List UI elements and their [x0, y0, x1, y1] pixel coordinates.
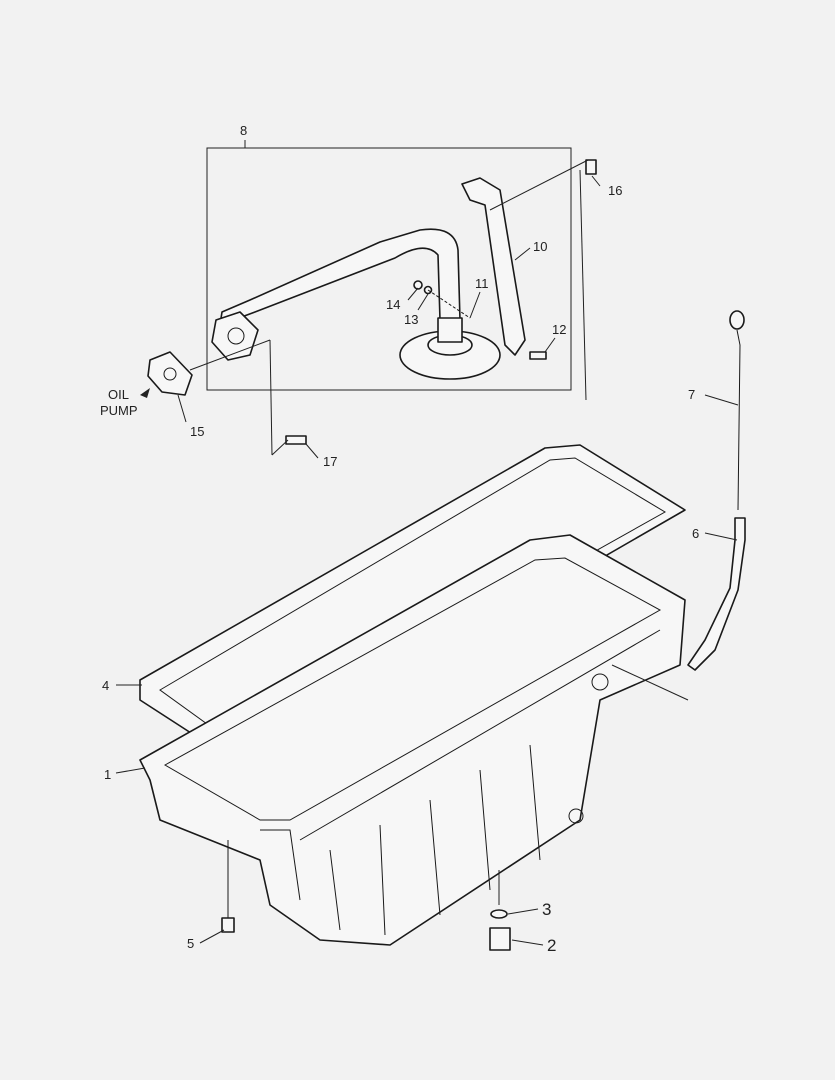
callout-10: 10 — [533, 239, 547, 254]
callout-5: 5 — [187, 936, 194, 951]
callout-7: 7 — [688, 387, 695, 402]
callout-6: 6 — [692, 526, 699, 541]
callout-12: 12 — [552, 322, 566, 337]
callout-2: 2 — [547, 936, 556, 955]
nut-14 — [413, 280, 423, 290]
drain-plug-2 — [489, 927, 511, 951]
bracket-10 — [461, 177, 526, 356]
assembly-8-frame — [206, 147, 572, 391]
seal-ring-3 — [490, 909, 508, 919]
callout-14: 14 — [386, 297, 400, 312]
callout-11: 11 — [475, 276, 489, 291]
oil-pickup-tube — [211, 228, 501, 380]
callout-3: 3 — [542, 900, 551, 919]
oil-pump-label-line2: PUMP — [100, 403, 138, 418]
gasket-15 — [147, 351, 193, 396]
callout-15: 15 — [190, 424, 204, 439]
bolt-17 — [285, 435, 307, 445]
callout-17: 17 — [323, 454, 337, 469]
callout-16: 16 — [608, 183, 622, 198]
bolt-5 — [221, 840, 235, 933]
bolt-16 — [585, 159, 597, 175]
oil-pan-1 — [139, 534, 686, 946]
dipstick-tube-6 — [687, 517, 746, 671]
bolt-12 — [529, 351, 547, 360]
oil-pump-label-line1: OIL — [108, 387, 129, 402]
leader-lines — [115, 159, 739, 946]
callout-1: 1 — [104, 767, 111, 782]
callout-8: 8 — [240, 123, 247, 138]
callout-4: 4 — [102, 678, 109, 693]
callout-13: 13 — [404, 312, 418, 327]
dipstick-7 — [729, 310, 745, 511]
